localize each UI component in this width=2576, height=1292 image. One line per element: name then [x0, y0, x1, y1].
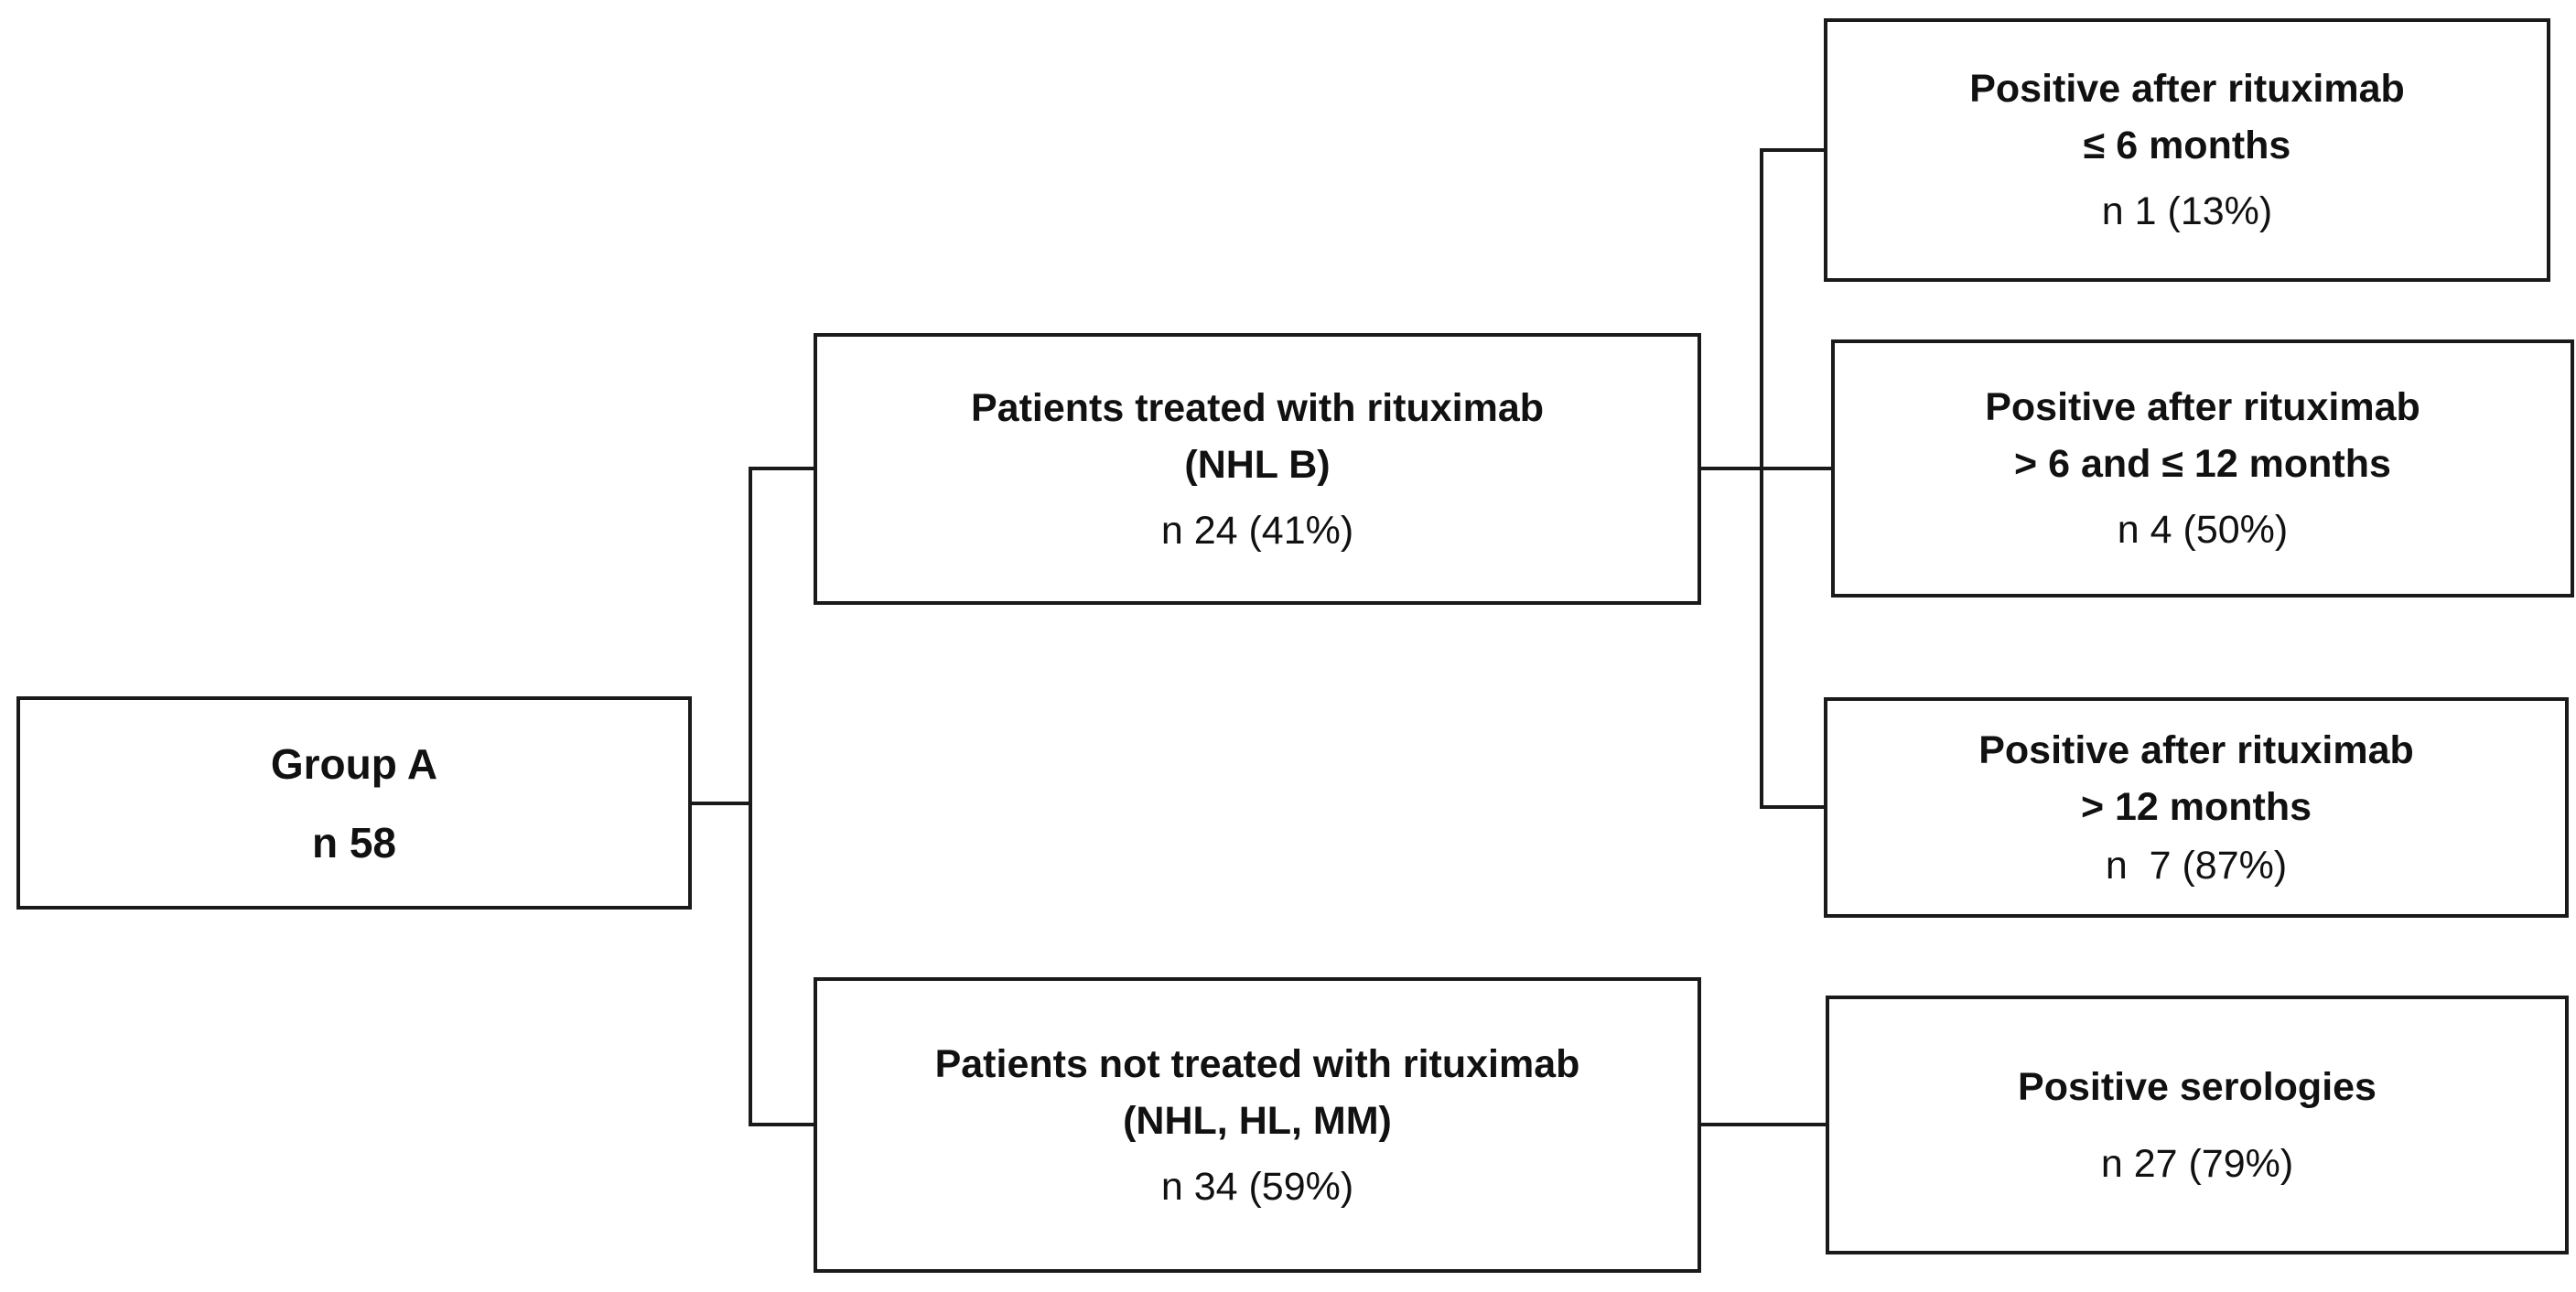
treated-count: n 24 (41%) [1160, 508, 1354, 553]
positive-6to12-box: Positive after rituximab > 6 and ≤ 12 mo… [1831, 339, 2574, 598]
group-a-count: n 58 [311, 818, 397, 867]
not-treated-box: Patients not treated with rituximab (NHL… [814, 977, 1701, 1273]
treated-box: Patients treated with rituximab (NHL B) … [814, 333, 1701, 605]
positive-gt12-subtitle: > 12 months [2080, 784, 2312, 829]
treated-title: Patients treated with rituximab [970, 385, 1545, 430]
positive-6to12-title: Positive after rituximab [1985, 385, 2420, 429]
positive-6to12-subtitle: > 6 and ≤ 12 months [2014, 442, 2391, 486]
positive-6to12-count: n 4 (50%) [2117, 508, 2289, 552]
group-a-title: Group A [270, 739, 438, 788]
positive-serologies-box: Positive serologies n 27 (79%) [1826, 996, 2569, 1254]
not-treated-count: n 34 (59%) [1160, 1164, 1354, 1209]
positive-gt12-title: Positive after rituximab [1978, 727, 2414, 772]
positive-le6-box: Positive after rituximab ≤ 6 months n 1 … [1824, 18, 2550, 282]
positive-le6-count: n 1 (13%) [2101, 189, 2273, 233]
not-treated-title: Patients not treated with rituximab [934, 1041, 1580, 1086]
positive-le6-title: Positive after rituximab [1969, 67, 2405, 111]
treated-subtitle: (NHL B) [1184, 442, 1331, 487]
group-a-box: Group A n 58 [16, 696, 692, 910]
positive-serologies-count: n 27 (79%) [2100, 1141, 2294, 1186]
not-treated-subtitle: (NHL, HL, MM) [1123, 1098, 1392, 1143]
positive-serologies-title: Positive serologies [2018, 1064, 2377, 1109]
positive-gt12-count: n 7 (87%) [2105, 843, 2288, 888]
positive-le6-subtitle: ≤ 6 months [2083, 124, 2291, 167]
positive-gt12-box: Positive after rituximab > 12 months n 7… [1824, 697, 2569, 918]
